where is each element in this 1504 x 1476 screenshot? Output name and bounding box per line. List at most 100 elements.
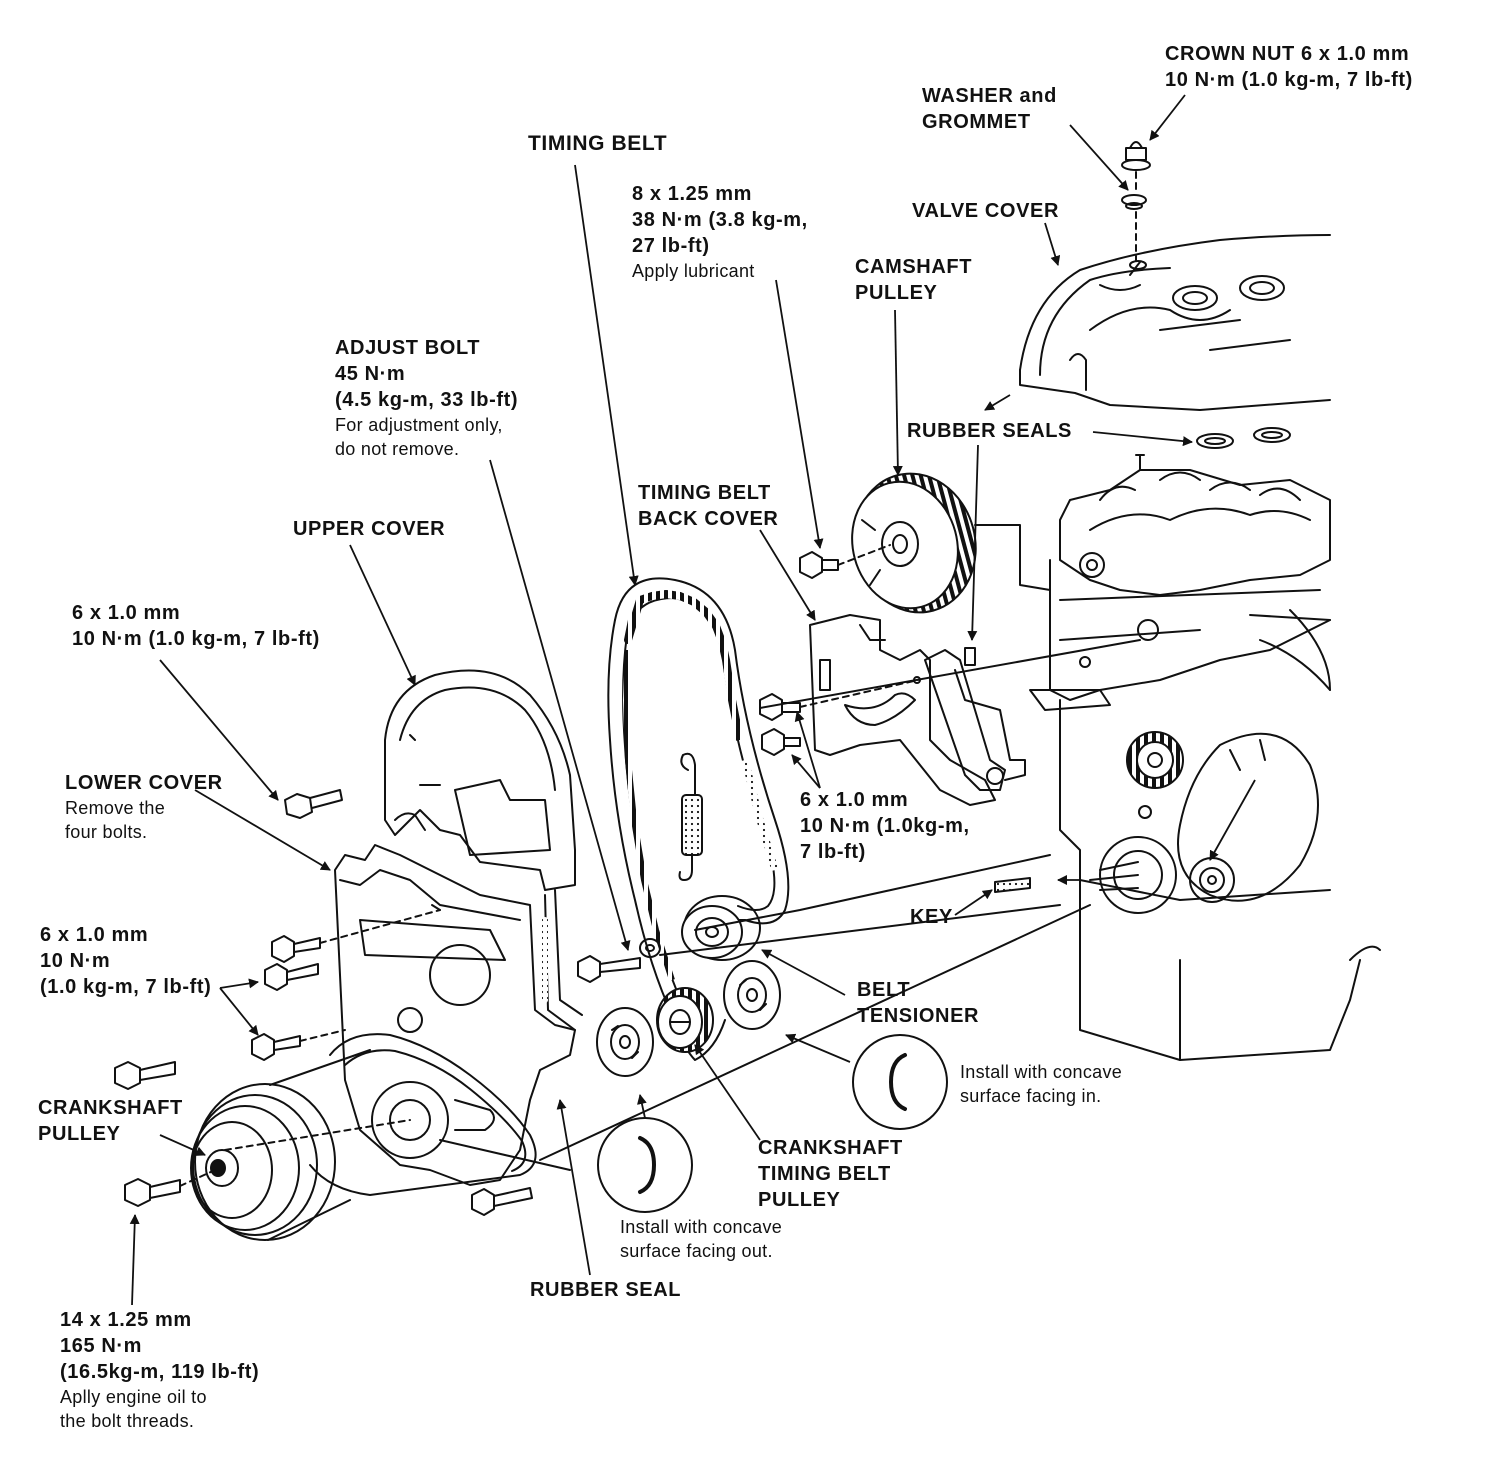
back-cover-bolt-torque-ftlb: 7 lb-ft) bbox=[800, 841, 866, 863]
upper-cover-text: UPPER COVER bbox=[293, 518, 446, 540]
rubber-seal-text: RUBBER SEAL bbox=[530, 1279, 682, 1301]
back-cover-line2: BACK COVER bbox=[638, 508, 779, 530]
crankshaft-bolt bbox=[124, 1169, 216, 1207]
label-timing-belt: TIMING BELT bbox=[528, 133, 667, 154]
lower-cover-note1: Remove the bbox=[65, 798, 166, 818]
crank-timing-line3: PULLEY bbox=[758, 1189, 841, 1211]
crank-bolt-torque: 165 N·m bbox=[60, 1335, 143, 1357]
crank-bolt-spec: 14 x 1.25 mm bbox=[60, 1309, 192, 1331]
lower-cover-bolts bbox=[251, 909, 533, 1216]
crank-timing-line1: CRANKSHAFT bbox=[758, 1137, 903, 1159]
adjust-bolt bbox=[577, 955, 641, 983]
back-cover-bolt-spec: 6 x 1.0 mm bbox=[800, 789, 909, 811]
valve-cover bbox=[1019, 234, 1331, 411]
label-belt-tensioner: BELT TENSIONER bbox=[857, 980, 979, 1026]
concave-out-line2: surface facing out. bbox=[620, 1241, 773, 1261]
label-concave-in: Install with concave surface facing in. bbox=[960, 1063, 1122, 1105]
label-crank-timing-pulley: CRANKSHAFT TIMING BELT PULLEY bbox=[758, 1138, 903, 1210]
crank-bolt-note2: the bolt threads. bbox=[60, 1411, 195, 1431]
woodruff-key bbox=[994, 877, 1031, 893]
back-cover-line1: TIMING BELT bbox=[638, 482, 771, 504]
crankshaft-pulley-line2: PULLEY bbox=[38, 1123, 121, 1145]
timing-belt-back-cover bbox=[809, 614, 996, 806]
label-lower-bolt: 6 x 1.0 mm 10 N·m (1.0 kg-m, 7 lb-ft) bbox=[40, 925, 211, 997]
lower-cover bbox=[309, 844, 583, 1196]
camshaft-line2: PULLEY bbox=[855, 282, 938, 304]
key-text: KEY bbox=[910, 906, 953, 928]
concave-out-line1: Install with concave bbox=[620, 1217, 783, 1237]
upper-bolt-spec: 6 x 1.0 mm bbox=[72, 602, 181, 624]
camshaft-bolt bbox=[799, 544, 891, 579]
cam-bolt-note: Apply lubricant bbox=[632, 261, 755, 281]
belt-tensioner-line1: BELT bbox=[857, 979, 911, 1001]
cam-bolt-spec: 8 x 1.25 mm bbox=[632, 183, 753, 205]
pulley-top-bolt bbox=[114, 1061, 176, 1090]
crown-nut bbox=[1121, 141, 1151, 261]
label-crown-nut: CROWN NUT 6 x 1.0 mm 10 N·m (1.0 kg-m, 7… bbox=[1165, 44, 1413, 90]
adjust-bolt-title: ADJUST BOLT bbox=[335, 337, 481, 359]
label-upper-cover: UPPER COVER bbox=[293, 519, 445, 539]
lower-cover-title: LOWER COVER bbox=[65, 772, 223, 794]
concave-in-callout bbox=[852, 1034, 948, 1130]
adjust-bolt-note1: For adjustment only, bbox=[335, 415, 503, 435]
guide-plate-inner bbox=[723, 960, 781, 1030]
label-key: KEY bbox=[910, 907, 953, 927]
lower-bolt-spec: 6 x 1.0 mm bbox=[40, 924, 149, 946]
label-camshaft-pulley: CAMSHAFT PULLEY bbox=[855, 257, 972, 303]
crown-nut-spec: CROWN NUT 6 x 1.0 mm bbox=[1165, 43, 1410, 65]
label-lower-cover: LOWER COVER Remove the four bolts. bbox=[65, 773, 223, 841]
timing-belt bbox=[607, 577, 790, 1061]
label-upper-bolt: 6 x 1.0 mm 10 N·m (1.0 kg-m, 7 lb-ft) bbox=[72, 603, 320, 649]
crank-bolt-torque-alt: (16.5kg-m, 119 lb-ft) bbox=[60, 1361, 260, 1383]
label-crank-bolt: 14 x 1.25 mm 165 N·m (16.5kg-m, 119 lb-f… bbox=[60, 1310, 259, 1430]
rubber-seals-text: RUBBER SEALS bbox=[907, 420, 1072, 442]
timing-belt-text: TIMING BELT bbox=[528, 132, 668, 155]
valve-cover-text: VALVE COVER bbox=[912, 200, 1059, 222]
cam-bolt-torque: 38 N·m (3.8 kg-m, bbox=[632, 209, 808, 231]
adjust-bolt-torque: 45 N·m bbox=[335, 363, 406, 385]
upper-cover-bolt bbox=[284, 789, 343, 819]
tensioner-spring bbox=[678, 752, 703, 881]
upper-bolt-torque: 10 N·m (1.0 kg-m, 7 lb-ft) bbox=[72, 628, 320, 650]
cam-bolt-torque-ftlb: 27 lb-ft) bbox=[632, 235, 710, 257]
camshaft-line1: CAMSHAFT bbox=[855, 256, 973, 278]
belt-tensioner-line2: TENSIONER bbox=[857, 1005, 980, 1027]
label-concave-out: Install with concave surface facing out. bbox=[620, 1218, 782, 1260]
back-cover-bolt bbox=[759, 679, 919, 756]
concave-out-callout bbox=[597, 1117, 693, 1213]
label-valve-cover: VALVE COVER bbox=[912, 201, 1059, 221]
crankshaft-pulley-line1: CRANKSHAFT bbox=[38, 1097, 183, 1119]
tensioner-bracket bbox=[924, 647, 1026, 791]
crankshaft-timing-belt-pulley bbox=[656, 987, 714, 1053]
crank-timing-line2: TIMING BELT bbox=[758, 1163, 891, 1185]
label-back-cover: TIMING BELT BACK COVER bbox=[638, 483, 778, 529]
concave-in-line2: surface facing in. bbox=[960, 1086, 1102, 1106]
label-back-cover-bolt: 6 x 1.0 mm 10 N·m (1.0kg-m, 7 lb-ft) bbox=[800, 790, 970, 862]
engine-block bbox=[974, 454, 1381, 1061]
back-cover-bolt-torque: 10 N·m (1.0kg-m, bbox=[800, 815, 970, 837]
label-rubber-seals: RUBBER SEALS bbox=[907, 421, 1072, 441]
crank-bolt-note1: Aplly engine oil to bbox=[60, 1387, 207, 1407]
crankshaft-pulley bbox=[190, 1049, 411, 1241]
lower-cover-note2: four bolts. bbox=[65, 822, 148, 842]
belt-tensioner bbox=[639, 895, 761, 961]
label-adjust-bolt: ADJUST BOLT 45 N·m (4.5 kg-m, 33 lb-ft) … bbox=[335, 338, 518, 458]
leader-lines bbox=[129, 94, 1256, 1306]
label-cam-bolt: 8 x 1.25 mm 38 N·m (3.8 kg-m, 27 lb-ft) … bbox=[632, 184, 808, 280]
adjust-bolt-note2: do not remove. bbox=[335, 439, 460, 459]
label-crankshaft-pulley: CRANKSHAFT PULLEY bbox=[38, 1098, 183, 1144]
adjust-bolt-torque-alt: (4.5 kg-m, 33 lb-ft) bbox=[335, 389, 519, 411]
camshaft-pulley bbox=[851, 472, 977, 614]
lower-bolt-torque-alt: (1.0 kg-m, 7 lb-ft) bbox=[40, 976, 212, 998]
upper-cover bbox=[384, 669, 576, 891]
label-rubber-seal: RUBBER SEAL bbox=[530, 1280, 681, 1300]
rubber-seals bbox=[1196, 427, 1291, 449]
washer-line1: WASHER and bbox=[922, 85, 1057, 107]
washer-line2: GROMMET bbox=[922, 111, 1031, 133]
lower-bolt-torque: 10 N·m bbox=[40, 950, 111, 972]
crown-nut-torque: 10 N·m (1.0 kg-m, 7 lb-ft) bbox=[1165, 69, 1413, 91]
concave-in-line1: Install with concave bbox=[960, 1062, 1123, 1082]
guide-plate-outer bbox=[596, 1007, 654, 1077]
